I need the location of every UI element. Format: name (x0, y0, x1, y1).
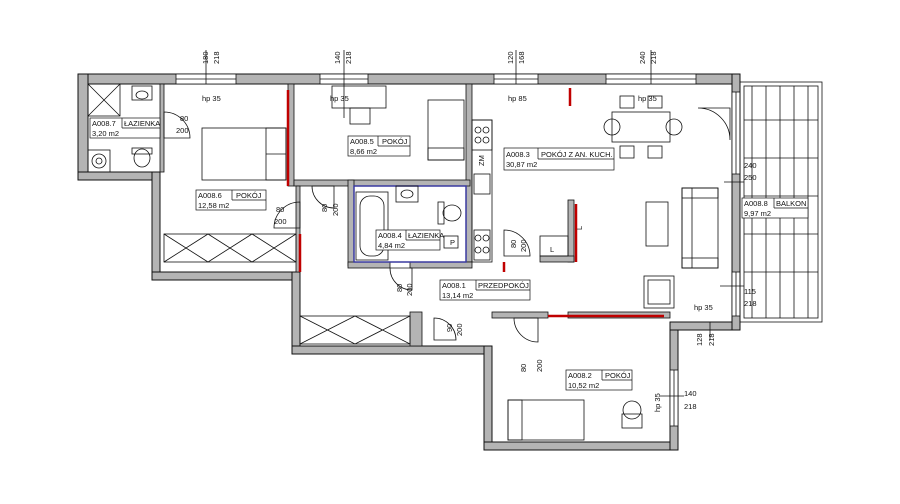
l1-label: L (550, 245, 554, 254)
room-a0083-code: A008.3 (506, 150, 530, 159)
room-a0088-code: A008.8 (744, 199, 768, 208)
sill-h5: hp 35 (694, 303, 713, 312)
right-window-a: 115 (744, 287, 756, 296)
room-a0087-name: ŁAZIENKA (124, 119, 160, 128)
sill-height-text: hp 35 hp 35 hp 85 hp 35 hp 35 hp 35 (202, 94, 713, 412)
door3-h: 200 (331, 203, 340, 216)
right-window-b: 218 (744, 299, 757, 308)
red-partitions (286, 88, 664, 318)
sill-h3: hp 85 (508, 94, 527, 103)
w3-a: 120 (506, 51, 515, 64)
room-a0085-name: POKÓJ (382, 137, 408, 146)
furniture (87, 83, 719, 441)
appliance-labels: ZM P L L (450, 155, 584, 254)
room-a0084-area: 4,84 m2 (378, 241, 405, 250)
outer-walls (77, 73, 741, 451)
room-a0082-code: A008.2 (568, 371, 592, 380)
w4-b: 218 (649, 51, 658, 64)
room-a0088-name: BALKON (776, 199, 806, 208)
door5-w: 80 (509, 240, 518, 248)
room-a0087-code: A008.7 (92, 119, 116, 128)
w3-b: 168 (517, 51, 526, 64)
room-a0083-area: 30,87 m2 (506, 160, 537, 169)
door1-w: 80 (180, 114, 188, 123)
door6-w: 90 (445, 324, 454, 332)
fridge-label: ZM (477, 155, 486, 166)
door1-h: 200 (176, 126, 189, 135)
room-a0086-code: A008.6 (198, 191, 222, 200)
internal-walls (159, 83, 671, 347)
room-a0085-code: A008.5 (350, 137, 374, 146)
door2-h: 200 (274, 217, 287, 226)
room-a0081-code: A008.1 (442, 281, 466, 290)
door2-w: 80 (276, 205, 284, 214)
w2-a: 140 (333, 51, 342, 64)
room-labels: A008.7 ŁAZIENKA 3,20 m2 A008.6 POKÓJ 12,… (92, 119, 806, 390)
room-a0085-area: 8,66 m2 (350, 147, 377, 156)
room-a0088-area: 9,97 m2 (744, 209, 771, 218)
room-a0081-area: 13,14 m2 (442, 291, 473, 300)
sill-h6: hp 35 (653, 393, 662, 412)
door5-h: 200 (519, 239, 528, 252)
w2-b: 218 (344, 51, 353, 64)
window-dimension-text: 180 218 140 218 120 168 240 218 240 250 … (201, 51, 757, 411)
bottom-window-a: 140 (684, 389, 697, 398)
dimension-markers (205, 50, 744, 397)
room-a0083-name: POKÓJ Z AN. KUCH. (541, 150, 613, 159)
door4-w: 80 (395, 284, 404, 292)
room-a0084-code: A008.4 (378, 231, 402, 240)
w1-b: 218 (212, 51, 221, 64)
door-swings (163, 107, 731, 343)
door7-h: 200 (535, 359, 544, 372)
balcony-door-b: 250 (744, 173, 757, 182)
room-a0082-area: 10,52 m2 (568, 381, 599, 390)
l2-label: L (575, 226, 584, 230)
door-dimension-text: 80 200 80 200 80 200 80 200 80 200 90 20… (176, 114, 544, 372)
door6-h: 200 (455, 323, 464, 336)
sill-h2: hp 35 (330, 94, 349, 103)
washer-label: P (450, 238, 455, 247)
door4-h: 200 (405, 283, 414, 296)
w1-a: 180 (201, 51, 210, 64)
bottom-window-b: 218 (684, 402, 697, 411)
room-label-boxes (89, 117, 809, 391)
w4-a: 240 (638, 51, 647, 64)
room-a0086-name: POKÓJ (236, 191, 262, 200)
room-a0087-area: 3,20 m2 (92, 129, 119, 138)
sill-h1: hp 35 (202, 94, 221, 103)
balcony-door-a: 240 (744, 161, 757, 170)
windows-right (669, 91, 741, 427)
corner-window-b: 218 (707, 333, 716, 346)
corner-window-a: 128 (695, 333, 704, 346)
door7-w: 80 (519, 364, 528, 372)
room-a0084-name: ŁAZIENKA (408, 231, 444, 240)
door3-w: 80 (320, 204, 329, 212)
sill-h4: hp 35 (638, 94, 657, 103)
room-a0082-name: POKÓJ (605, 371, 631, 380)
room-a0081-name: PRZEDPOKÓJ (478, 281, 529, 290)
room-a0086-area: 12,58 m2 (198, 201, 229, 210)
